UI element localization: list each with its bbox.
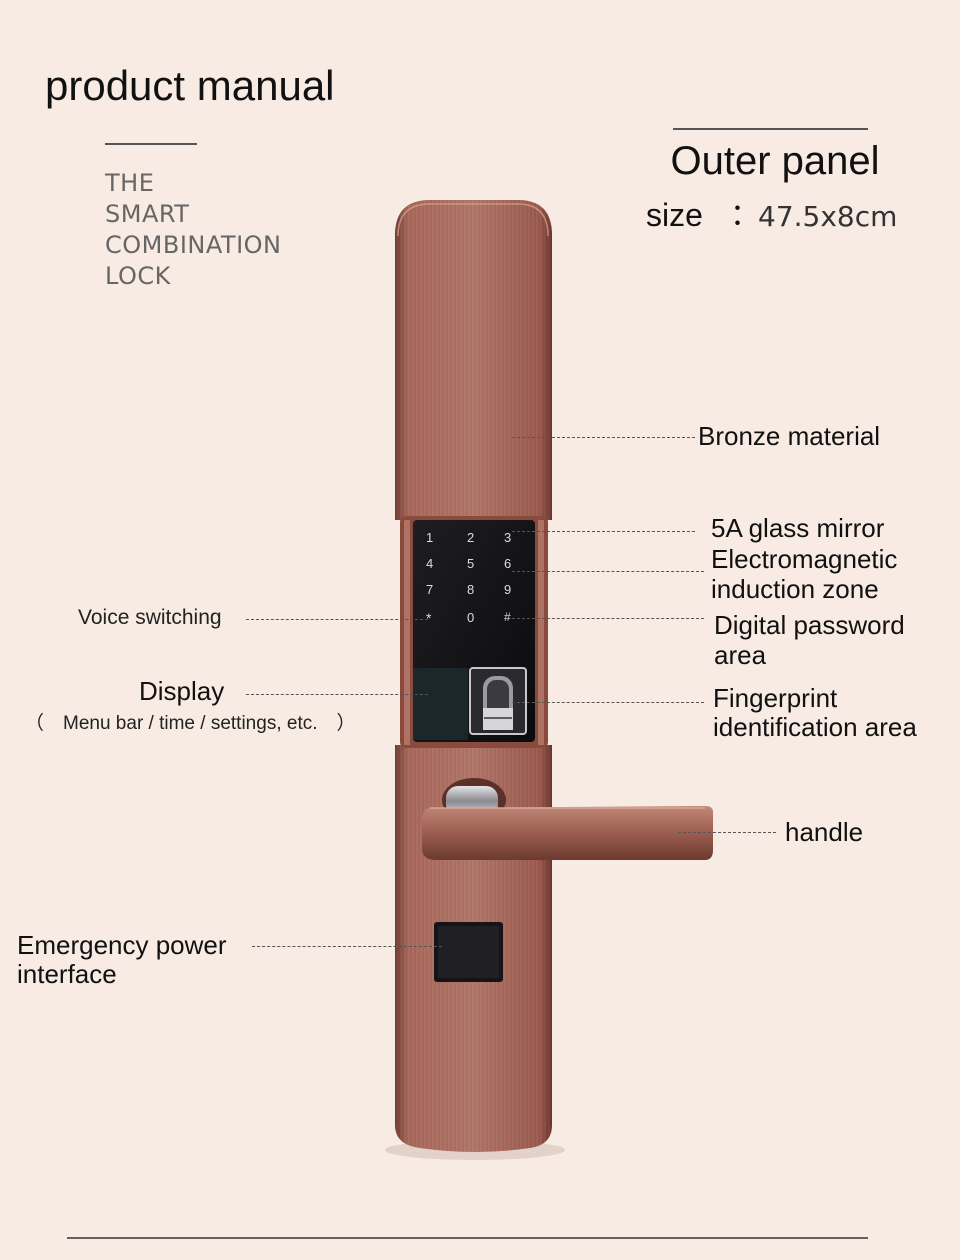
display-leader bbox=[246, 694, 428, 695]
page-title: product manual bbox=[45, 62, 335, 109]
keypad-key: 1 bbox=[426, 530, 434, 545]
lock-handle bbox=[422, 806, 713, 860]
emergency-power-label-line1: Emergency power bbox=[17, 930, 227, 960]
product-brand: THE SMART COMBINATION LOCK bbox=[105, 168, 282, 292]
size-label: size bbox=[646, 197, 703, 233]
brand-line: COMBINATION bbox=[105, 231, 282, 259]
handle-label: handle bbox=[785, 817, 864, 847]
bronze-material-label: Bronze material bbox=[698, 421, 881, 451]
title-divider bbox=[105, 143, 197, 145]
electromagnetic-label-line2: induction zone bbox=[711, 574, 879, 604]
fingerprint-leader bbox=[512, 702, 704, 703]
glass-mirror-label: 5A glass mirror bbox=[711, 513, 885, 543]
keypad-key: 6 bbox=[504, 556, 512, 571]
keypad-key: 8 bbox=[467, 582, 475, 597]
display-label: Display bbox=[139, 676, 225, 706]
display-area bbox=[413, 668, 468, 740]
keypad-key: 2 bbox=[467, 530, 475, 545]
keypad-key: 0 bbox=[467, 610, 475, 625]
glass-leader bbox=[512, 531, 695, 532]
display-sub-label: （ Menu bar / time / settings, etc. ） bbox=[25, 713, 356, 734]
emergency-leader bbox=[252, 946, 442, 947]
fingerprint-label-line2: identification area bbox=[713, 712, 917, 742]
fingerprint-label-line1: Fingerprint bbox=[713, 683, 838, 713]
voice-switching-label: Voice switching bbox=[78, 606, 222, 629]
brand-line: LOCK bbox=[105, 262, 171, 290]
keypad: 1 2 3 4 5 6 7 8 9 * 0 # bbox=[418, 530, 530, 634]
digital-password-label-line2: area bbox=[714, 640, 767, 670]
brand-line: THE bbox=[105, 169, 155, 197]
digital-password-label-line1: Digital password bbox=[714, 610, 905, 640]
keypad-key: 5 bbox=[467, 556, 475, 571]
voice-leader bbox=[246, 619, 428, 620]
size-value: 47.5x8cm bbox=[758, 200, 898, 233]
keypad-key: 7 bbox=[426, 582, 434, 597]
handle-leader bbox=[678, 832, 776, 833]
keypad-key: # bbox=[504, 610, 511, 624]
keypad-key: 3 bbox=[504, 530, 512, 545]
electromagnetic-label-line1: Electromagnetic bbox=[711, 544, 898, 574]
keypad-key: 4 bbox=[426, 556, 434, 571]
keypad-key: 9 bbox=[504, 582, 512, 597]
digital-leader bbox=[512, 618, 704, 619]
brand-line: SMART bbox=[105, 200, 190, 228]
bronze-leader bbox=[512, 437, 695, 438]
outer-panel-title: Outer panel bbox=[670, 139, 880, 183]
electromagnetic-leader bbox=[512, 571, 704, 572]
keypad-key: * bbox=[426, 610, 432, 626]
size-separator: ： bbox=[730, 199, 760, 232]
panel-divider bbox=[673, 128, 868, 130]
emergency-power-label-line2: interface bbox=[17, 959, 117, 989]
